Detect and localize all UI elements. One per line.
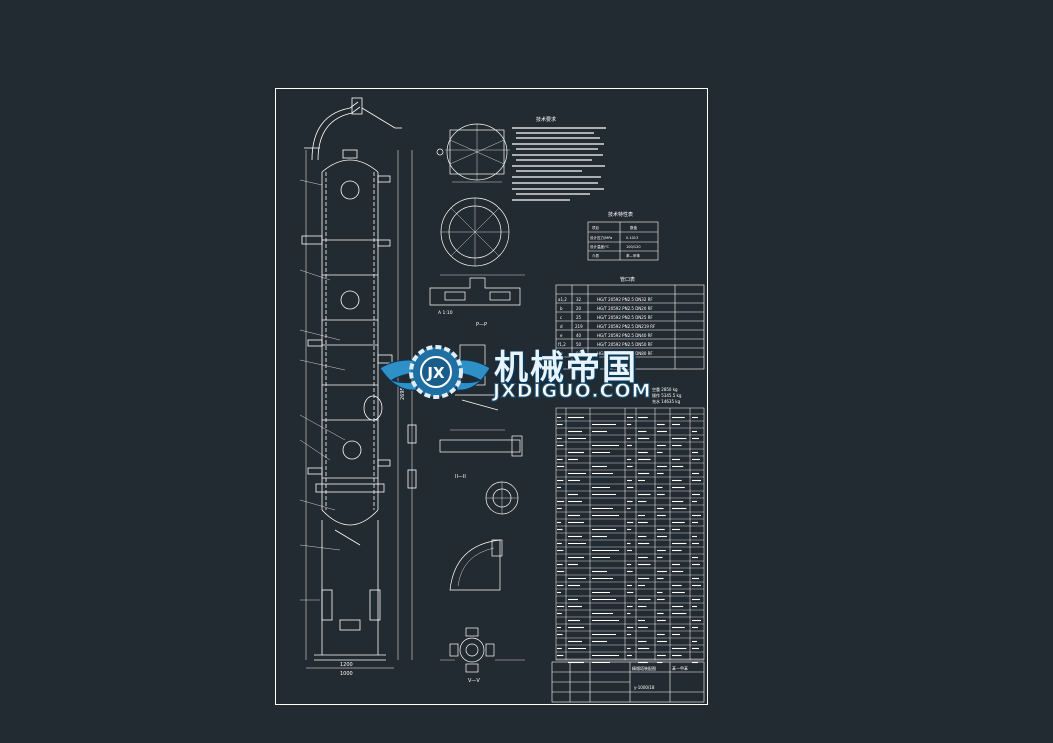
weight-water: 充水 14635 kg xyxy=(652,398,681,404)
nozzle-row-6-mark: g xyxy=(560,351,563,356)
tech-cell-2-1: 100/120 xyxy=(626,245,641,249)
tech-cell-1-1: 0.1013 xyxy=(626,236,638,240)
section-label-v: V—V xyxy=(468,678,480,684)
tech-requirements-title: 技术要求 xyxy=(536,116,556,123)
nozzle-row-5-dn: 50 xyxy=(576,342,582,347)
drawing-sheet-border xyxy=(275,88,708,705)
logo-monogram: JX xyxy=(426,364,445,382)
tower-height-dimension: 26950 xyxy=(400,384,406,400)
nozzle-row-4-mark: e xyxy=(560,333,563,338)
nozzle-table-title: 管口表 xyxy=(620,276,635,283)
tech-char-title: 技术特性表 xyxy=(608,211,633,218)
section-label-ii: II—II xyxy=(455,474,466,480)
bill-of-materials-table xyxy=(555,407,705,661)
tech-requirements-lines xyxy=(512,127,606,201)
nozzle-row-1-dn: 20 xyxy=(576,306,582,311)
nozzle-row-4-dn: 40 xyxy=(576,333,582,338)
title-block xyxy=(551,661,705,703)
nozzle-row-0-mark: a1,2 xyxy=(558,297,567,302)
watermark-brand-cn: 机械帝国 xyxy=(494,348,638,388)
tower-elevation-view xyxy=(299,97,417,669)
title-block-drawing-no: y-1000/18 xyxy=(634,685,655,690)
section-label-p: P—P xyxy=(476,322,487,328)
nozzle-row-6-std: HG/T 20592 PN2.5 DN80 RF xyxy=(597,351,653,356)
skirt-width-dimension: 1200 xyxy=(340,662,353,668)
nozzle-row-2-dn: 25 xyxy=(576,315,582,320)
nozzle-row-2-std: HG/T 20592 PN2.5 DN25 RF xyxy=(597,315,653,320)
tech-cell-2-0: 设计温度/℃ xyxy=(590,244,609,249)
watermark-logo: JX xyxy=(379,345,491,399)
nozzle-row-0-std: HG/T 20592 PN2.5 DN32 RF xyxy=(597,297,653,302)
title-block-name: 精馏塔装配图 xyxy=(632,665,656,671)
detail-scale-a: A 1:10 xyxy=(438,310,453,316)
nozzle-row-3-dn: 219 xyxy=(575,324,583,329)
bom-row-lines xyxy=(556,413,704,660)
watermark-brand-en: JXDIGUO.COM xyxy=(493,380,652,403)
tech-cell-3-1: 苯—甲苯 xyxy=(626,253,641,258)
tech-cell-1-0: 设计压力/MPa xyxy=(590,235,612,240)
title-block-medium: 苯—甲苯 xyxy=(672,665,688,671)
nozzle-row-2-mark: c xyxy=(560,315,562,320)
nozzle-row-1-mark: b xyxy=(560,306,563,311)
nozzle-row-0-dn: 32 xyxy=(576,297,582,302)
nozzle-row-1-std: HG/T 20592 PN2.5 DN20 RF xyxy=(597,306,653,311)
base-dimension: 1000 xyxy=(340,671,353,677)
nozzle-row-4-std: HG/T 20592 PN2.5 DN40 RF xyxy=(597,333,653,338)
nozzle-table xyxy=(555,284,705,370)
weight-empty: 空重 2850 kg xyxy=(652,386,678,392)
tech-cell-0-0: 项目 xyxy=(592,225,599,230)
nozzle-row-5-mark: f1,2 xyxy=(558,342,566,347)
tech-cell-0-1: 数值 xyxy=(630,225,638,230)
nozzle-row-3-mark: d xyxy=(560,324,563,329)
tech-char-table xyxy=(587,221,659,261)
nozzle-row-6-dn: 80 xyxy=(576,351,582,356)
tech-cell-3-0: 介质 xyxy=(592,253,600,258)
bom-cell-text-marks xyxy=(557,416,701,664)
weight-operating: 操作 5345.5 kg xyxy=(652,392,682,398)
nozzle-row-3-std: HG/T 20592 PN2.5 DN219 RF xyxy=(597,324,656,329)
nozzle-row-5-std: HG/T 20592 PN2.5 DN50 RF xyxy=(597,342,653,347)
